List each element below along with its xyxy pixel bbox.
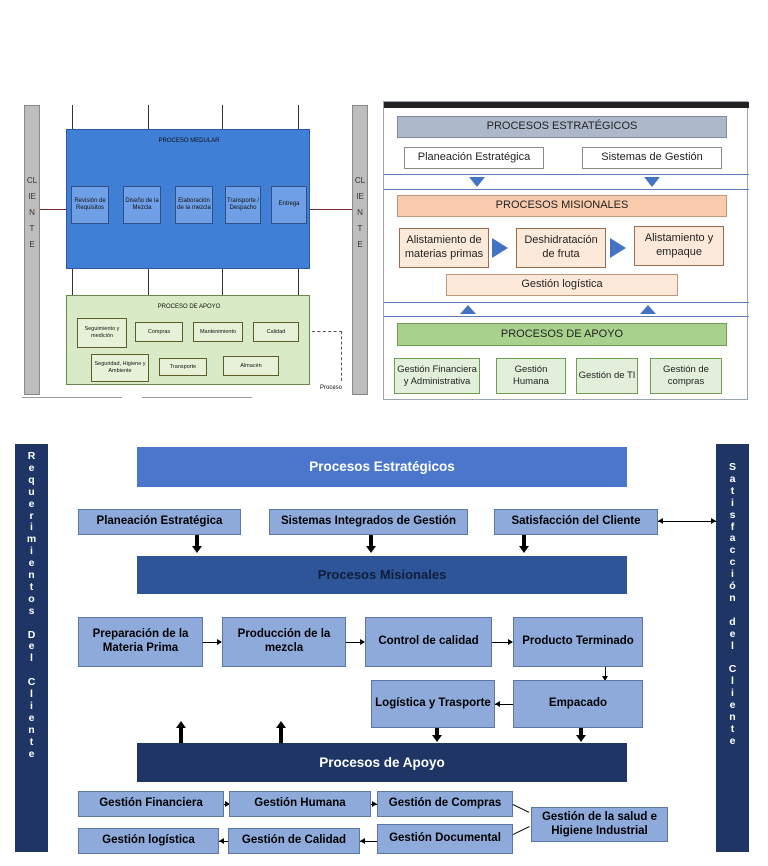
gestion-financiera: Gestión Financiera (78, 791, 224, 817)
p2-alistamiento-empaque: Alistamiento y empaque (634, 226, 724, 266)
support-seguridad: Seguridad, Higiene y Ambiente (91, 354, 149, 382)
procesos-estrategicos: Procesos Estratégicos (137, 447, 627, 487)
gestion-compras: Gestión de Compras (377, 791, 513, 817)
p2-estrategicos: PROCESOS ESTRATÉGICOS (397, 116, 727, 138)
step-elaboracion: Elaboración de la mezcla (175, 186, 213, 224)
p2-gestion-humana: Gestión Humana (496, 358, 566, 394)
cliente-letter: CL (354, 176, 366, 185)
p2-alistamiento-materias: Alistamiento de materias primas (399, 228, 489, 268)
step-entrega: Entrega (271, 186, 307, 224)
p2-gestion-compras: Gestión de compras (650, 358, 722, 394)
support-calidad: Calidad (253, 322, 299, 342)
gestion-documental: Gestión Documental (377, 824, 513, 854)
cliente-letter: IE (356, 192, 364, 201)
cliente-letter: E (357, 240, 363, 249)
gestion-salud-higiene: Gestión de la salud e Higiene Industrial (531, 807, 668, 842)
proceso-apoyo-block: PROCESO DE APOYO Seguimiento y medición … (66, 295, 310, 385)
gestion-humana: Gestión Humana (229, 791, 371, 817)
diagram-panel-fruta: PROCESOS ESTRATÉGICOS Planeación Estraté… (383, 101, 749, 400)
diagram-panel-mezclas: CL IE N T E CL IE N T E PROCESO MEDULAR … (22, 105, 377, 403)
proceso-medular-block: PROCESO MEDULAR Revisión de Requisitos D… (66, 129, 310, 269)
p2-planeacion: Planeación Estratégica (404, 147, 544, 169)
p2-logistica: Gestión logística (446, 274, 678, 296)
cliente-letter: T (357, 224, 363, 233)
satisfaccion-cliente: Satisfacción del Cliente (494, 509, 658, 535)
step-diseno: Diseño de la Mezcla (123, 186, 161, 224)
support-transporte: Transporte (159, 358, 207, 376)
step-transporte: Transporte / Despacho (225, 186, 261, 224)
cliente-letter: N (357, 208, 363, 217)
preparacion-materia-prima: Preparación de la Materia Prima (78, 617, 203, 667)
proceso-label: Proceso (320, 385, 343, 391)
medular-title: PROCESO MEDULAR (158, 138, 220, 144)
producto-terminado: Producto Terminado (513, 617, 643, 667)
support-mantenimiento: Mantenimiento (193, 322, 243, 342)
p2-deshidratacion: Deshidratación de fruta (516, 228, 606, 268)
gestion-logistica: Gestión logística (78, 828, 219, 854)
procesos-apoyo: Procesos de Apoyo (137, 743, 627, 782)
cliente-letter: N (29, 208, 35, 217)
sistemas-integrados-gestion: Sistemas Integrados de Gestión (269, 509, 468, 535)
p2-gestion-ti: Gestión de TI (576, 358, 638, 394)
support-seguimiento: Seguimiento y medición (77, 318, 127, 348)
p2-apoyo: PROCESOS DE APOYO (397, 323, 727, 346)
cliente-letter: IE (28, 192, 36, 201)
support-compras: Compras (135, 322, 183, 342)
cliente-letter: T (29, 224, 35, 233)
control-calidad: Control de calidad (365, 617, 492, 667)
cliente-bar-right: CL IE N T E (352, 105, 368, 395)
produccion-mezcla: Producción de la mezcla (222, 617, 346, 667)
support-almacen: Almacén (223, 356, 279, 376)
step-revision: Revisión de Requisitos (71, 186, 109, 224)
planeacion-estrategica: Planeación Estratégica (78, 509, 241, 535)
p2-gestion-financiera: Gestión Financiera y Administrativa (394, 358, 480, 394)
apoyo-title: PROCESO DE APOYO (157, 304, 221, 310)
p2-misionales: PROCESOS MISIONALES (397, 195, 727, 217)
cliente-bar-left: CL IE N T E (24, 105, 40, 395)
gestion-calidad: Gestión de Calidad (228, 828, 360, 854)
procesos-misionales: Procesos Misionales (137, 556, 627, 594)
cliente-letter: E (29, 240, 35, 249)
logistica-trasporte: Logística y Trasporte (371, 680, 495, 728)
cliente-letter: CL (26, 176, 38, 185)
p2-sistemas: Sistemas de Gestión (582, 147, 722, 169)
empacado: Empacado (513, 680, 643, 728)
